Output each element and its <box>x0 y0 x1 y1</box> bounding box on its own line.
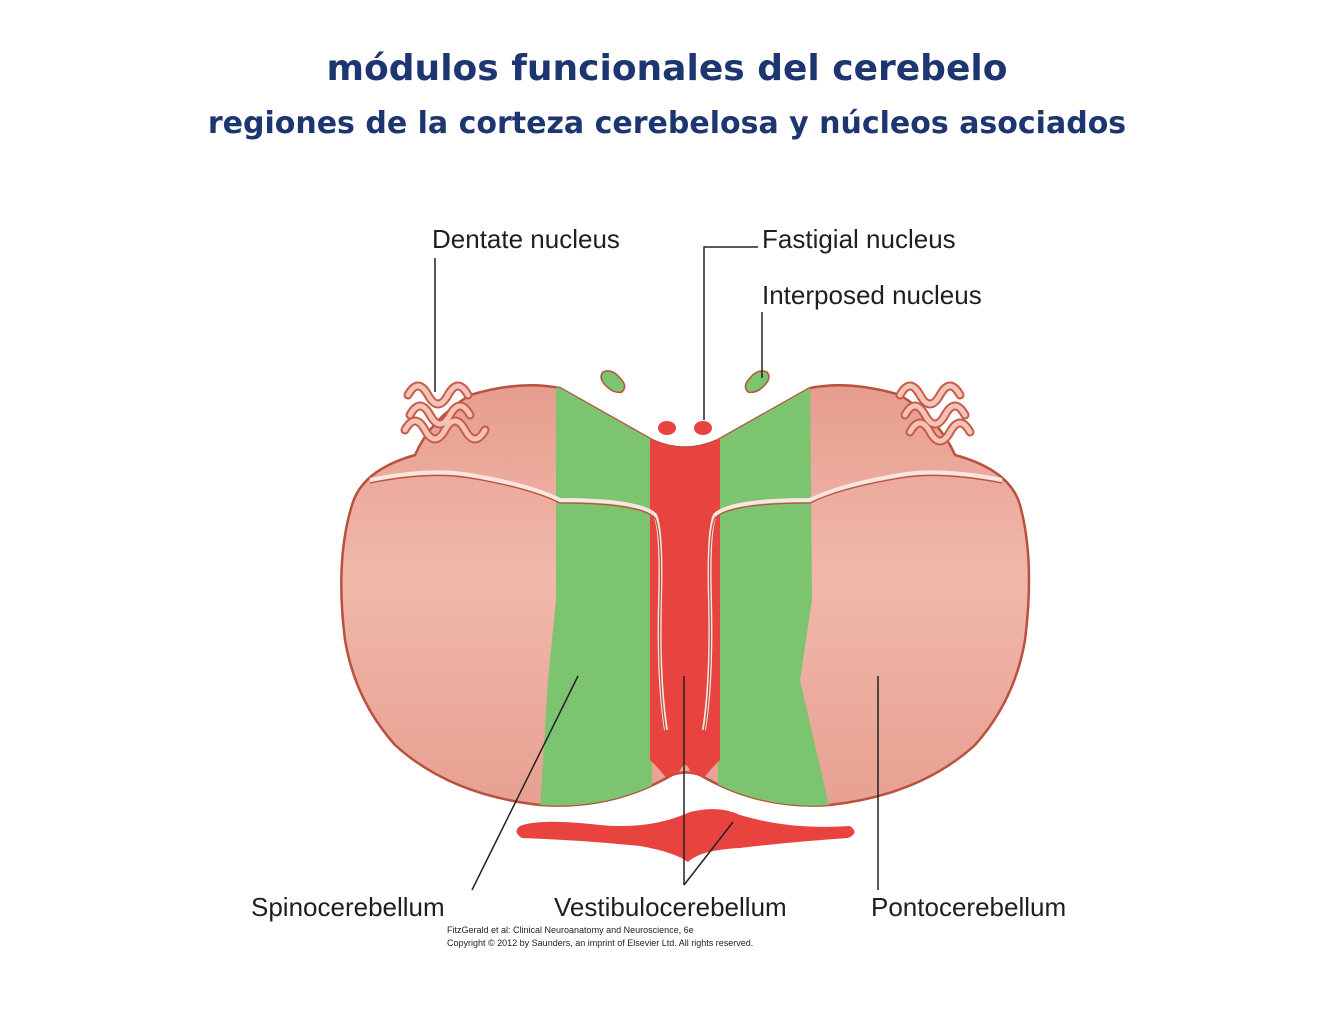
credit-line-2: Copyright © 2012 by Saunders, an imprint… <box>447 938 753 948</box>
interposed-nucleus-left <box>600 370 626 394</box>
fastigial-nucleus-right <box>694 421 712 435</box>
fastigial-nucleus-left <box>658 421 676 435</box>
leader-fastigial <box>703 246 758 420</box>
leader-vestibulocerebellum-b <box>683 821 734 886</box>
label-pontocerebellum: Pontocerebellum <box>871 892 1066 922</box>
label-spinocerebellum: Spinocerebellum <box>251 892 445 922</box>
page-title: módulos funcionales del cerebelo <box>326 48 1008 89</box>
leader-spinocerebellum <box>471 675 579 891</box>
primary-fissure-right-edge <box>703 474 1003 734</box>
primary-fissure-left-edge <box>369 474 667 734</box>
flocculonodular-lobe <box>516 809 855 862</box>
credit-line-1: FitzGerald et al: Clinical Neuroanatomy … <box>447 925 694 935</box>
label-vestibulocerebellum: Vestibulocerebellum <box>554 892 787 922</box>
interposed-nucleus-right <box>744 370 770 394</box>
label-interposed-nucleus: Interposed nucleus <box>762 280 982 310</box>
dentate-nucleus-left-inner <box>402 383 488 442</box>
label-dentate-nucleus: Dentate nucleus <box>432 224 620 254</box>
spinocerebellum-right-zone <box>718 385 830 806</box>
vestibulocerebellum-vermis <box>650 385 720 790</box>
spinocerebellum-left-zone <box>540 385 652 806</box>
label-fastigial-nucleus: Fastigial nucleus <box>762 224 956 254</box>
dentate-nucleus-right-inner <box>897 383 973 444</box>
page-subtitle: regiones de la corteza cerebelosa y núcl… <box>207 106 1127 141</box>
